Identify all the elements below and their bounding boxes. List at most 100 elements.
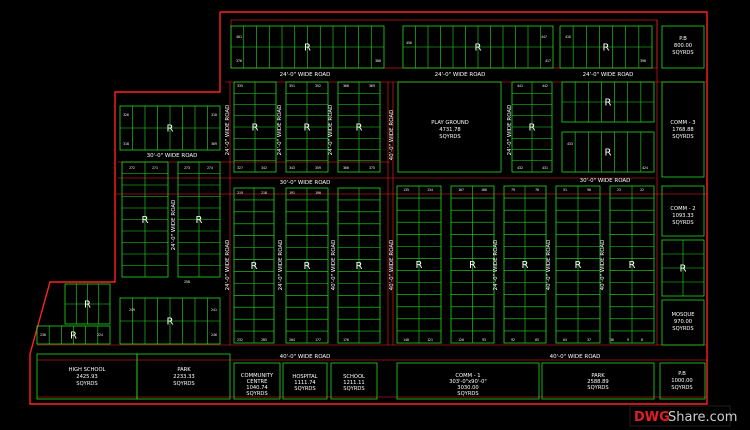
pb-bottom-unit: SQYRDS bbox=[671, 385, 692, 391]
residential-mark: R bbox=[603, 43, 610, 54]
plot-number: 369 bbox=[369, 84, 375, 88]
road-label: 24'-0" WIDE ROAD bbox=[225, 105, 231, 156]
plot-number: 64 bbox=[563, 338, 567, 342]
residential-mark: R bbox=[196, 215, 203, 226]
plot-number: 390 bbox=[640, 59, 646, 63]
road-label: 24'-0" WIDE ROAD bbox=[328, 105, 334, 156]
plot-block: R bbox=[230, 25, 385, 69]
plot-number: 191 bbox=[289, 191, 295, 195]
residential-mark: R bbox=[252, 123, 259, 134]
comm2-area: 1093.33 bbox=[672, 213, 693, 219]
plot-block: R bbox=[285, 187, 329, 344]
pb-top-area: 800.00 bbox=[674, 43, 692, 49]
school-area: 1211.11 bbox=[343, 380, 364, 386]
pb-top-name: P.B bbox=[679, 36, 687, 42]
plot-number: 78 bbox=[535, 188, 539, 192]
hospital-parcel bbox=[282, 362, 328, 400]
plot-block: R bbox=[36, 325, 111, 345]
road-label: 40'-0" WIDE ROAD bbox=[389, 240, 395, 291]
plot-number: 246 bbox=[211, 333, 217, 337]
mosque-area: 970.00 bbox=[674, 319, 692, 325]
comm3-parcel bbox=[661, 81, 705, 178]
plot-number: 121 bbox=[427, 338, 433, 342]
plot-block: R bbox=[285, 81, 329, 173]
plot-number: 148 bbox=[403, 338, 409, 342]
plot-number: 375 bbox=[369, 166, 375, 170]
pb-top-parcel bbox=[661, 25, 705, 69]
playground-area: 4731.78 bbox=[439, 127, 460, 133]
plot-block: R bbox=[337, 81, 381, 173]
playground-unit: SQYRDS bbox=[439, 134, 460, 140]
plot-number: 431 bbox=[542, 166, 548, 170]
watermark-share: Share.com bbox=[668, 410, 737, 425]
plot-number-labels: 401 376 380 456 447 417 416 390 335 351 … bbox=[40, 35, 648, 342]
watermark-dwg: DWG bbox=[634, 410, 670, 425]
plot-block: R bbox=[402, 25, 554, 69]
plot-number: 50 bbox=[587, 188, 591, 192]
road-edge-lines bbox=[37, 19, 707, 398]
road-label: 40'-0" WIDE ROAD bbox=[546, 240, 552, 291]
comm1-parcel bbox=[396, 362, 540, 400]
comm3-name: COMM - 3 bbox=[670, 120, 695, 126]
road-label: 40'-0" WIDE ROAD bbox=[280, 354, 331, 360]
plot-block: R bbox=[561, 81, 655, 123]
plot-block: R bbox=[233, 187, 275, 344]
plot-number: 351 bbox=[289, 84, 295, 88]
park-right-area: 2588.89 bbox=[587, 379, 608, 385]
residential-mark: R bbox=[356, 261, 363, 272]
road-label: 40'-0" WIDE ROAD bbox=[550, 354, 601, 360]
road-label: 24'-0" WIDE ROAD bbox=[277, 105, 283, 156]
plot-number: 120 bbox=[458, 338, 464, 342]
plot-block: R bbox=[177, 161, 221, 278]
high-school-unit: SQYRDS bbox=[76, 381, 97, 387]
road-label: 24'-0" WIDE ROAD bbox=[280, 72, 331, 78]
plot-block: R bbox=[119, 297, 221, 345]
residential-mark: R bbox=[629, 260, 636, 271]
comm1-dims: 303'-0"x90'-0" bbox=[449, 379, 487, 385]
comm3-unit: SQYRDS bbox=[672, 134, 693, 140]
road-label: 24'-0" WIDE ROAD bbox=[171, 200, 177, 251]
plot-number: 190 bbox=[315, 191, 321, 195]
comm1-area: 3030.00 bbox=[457, 385, 478, 391]
plot-number: 36 bbox=[610, 338, 614, 342]
plot-number: 416 bbox=[565, 35, 571, 39]
community-centre-name2: CENTRE bbox=[247, 379, 268, 385]
pb-bottom-parcel bbox=[659, 362, 706, 400]
plot-block: R bbox=[559, 25, 653, 69]
residential-mark: R bbox=[304, 123, 311, 134]
pb-bottom-name: P.B bbox=[678, 371, 686, 377]
residential-mark: R bbox=[142, 215, 149, 226]
plot-block: R bbox=[555, 185, 601, 344]
residential-mark: R bbox=[416, 260, 423, 271]
road-labels: 24'-0" WIDE ROAD 24'-0" WIDE ROAD 24'-0"… bbox=[147, 72, 634, 360]
plot-number: 219 bbox=[237, 191, 243, 195]
residential-mark: R bbox=[605, 98, 612, 109]
community-centre-name: COMMUNITY bbox=[241, 373, 274, 379]
comm1-unit: SQYRDS bbox=[457, 391, 478, 397]
park-right-unit: SQYRDS bbox=[587, 385, 608, 391]
plot-number: 135 bbox=[403, 188, 409, 192]
plot-number: 241 bbox=[211, 308, 217, 312]
plot-number: 230 bbox=[40, 333, 46, 337]
road-label: 24'-0" WIDE ROAD bbox=[507, 105, 513, 156]
residential-mark: R bbox=[251, 261, 258, 272]
park-right-parcel bbox=[541, 362, 655, 400]
plot-number: 65 bbox=[535, 338, 539, 342]
plot-number: 249 bbox=[129, 308, 135, 312]
plot-number: 79 bbox=[511, 188, 515, 192]
park-left-parcel bbox=[136, 353, 231, 400]
playground-parcel bbox=[397, 81, 502, 173]
plot-number: 8 bbox=[641, 338, 643, 342]
comm2-unit: SQYRDS bbox=[672, 220, 693, 226]
plot-block: R bbox=[609, 185, 655, 344]
plot-number: 258 bbox=[184, 280, 190, 284]
residential-mark: R bbox=[167, 317, 174, 328]
residential-mark: R bbox=[84, 300, 91, 311]
pb-top-unit: SQYRDS bbox=[672, 50, 693, 56]
plot-number: 23 bbox=[617, 188, 621, 192]
pb-bottom-area: 1000.00 bbox=[671, 378, 692, 384]
hospital-area: 1111.74 bbox=[294, 380, 316, 386]
plot-number: 93 bbox=[482, 338, 486, 342]
plot-number: 456 bbox=[406, 41, 412, 45]
